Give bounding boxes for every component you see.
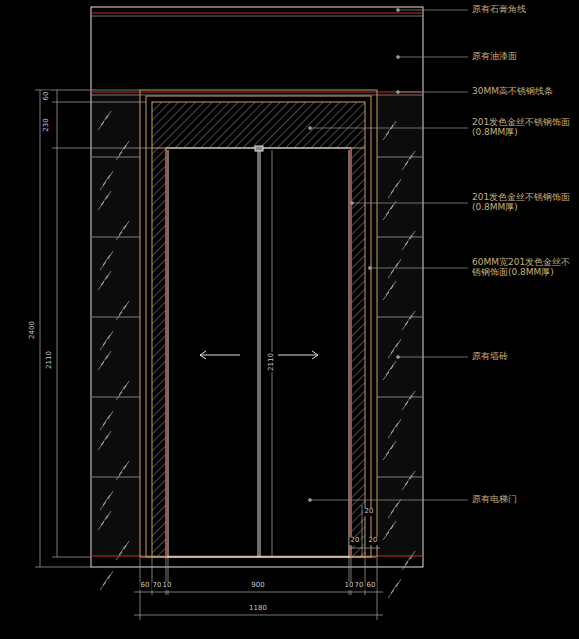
- dimension-value: 2400: [29, 320, 37, 340]
- callout-note: 原有墙砖: [472, 352, 576, 362]
- callout-note: 原有油漆面: [472, 52, 576, 62]
- dimension-value: 60: [140, 582, 151, 590]
- callout-note: 201发色金丝不锈钢饰面(0.8MM厚): [472, 118, 576, 138]
- dimension-value: 900: [250, 582, 265, 590]
- dimension-value: 20: [364, 508, 375, 516]
- callout-note: 原有石膏角线: [472, 5, 576, 15]
- dimension-value: 60: [366, 582, 377, 590]
- dimension-value: 10: [162, 582, 173, 590]
- dimension-value: 230: [43, 117, 51, 132]
- dimension-value: 60: [43, 91, 51, 102]
- callout-note: 201发色金丝不锈钢饰面(0.8MM厚): [472, 193, 576, 213]
- dimension-value: 2110: [268, 352, 276, 372]
- callout-note: 60MM宽201发色金丝不锈钢饰面(0.8MM厚): [472, 258, 576, 278]
- dimension-value: 2110: [46, 350, 54, 370]
- callout-note: 30MM高不锈钢线条: [472, 87, 576, 97]
- callout-note: 原有电梯门: [472, 495, 576, 505]
- dimension-value: 20: [368, 537, 379, 545]
- dimension-value: 1180: [248, 605, 268, 613]
- dimension-value: 20: [350, 537, 361, 545]
- dimension-value: 70: [354, 582, 365, 590]
